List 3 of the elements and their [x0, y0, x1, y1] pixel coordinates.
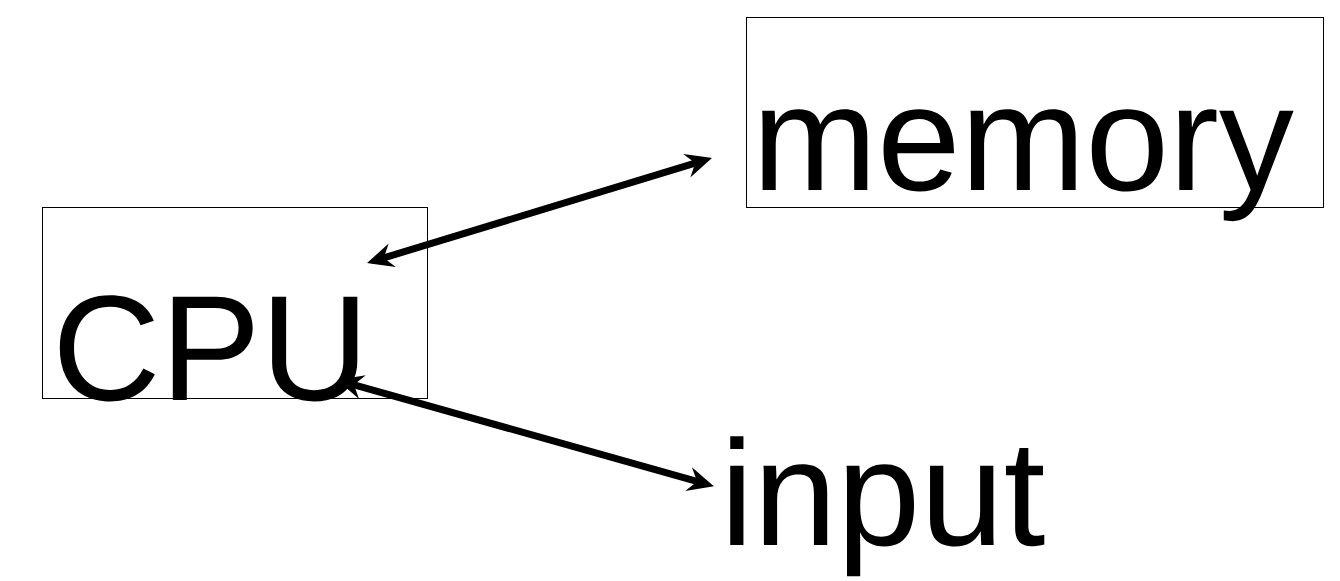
- node-label: input: [730, 436, 1045, 577]
- box-label: CPU: [59, 295, 358, 402]
- box-label: memory: [762, 109, 1294, 222]
